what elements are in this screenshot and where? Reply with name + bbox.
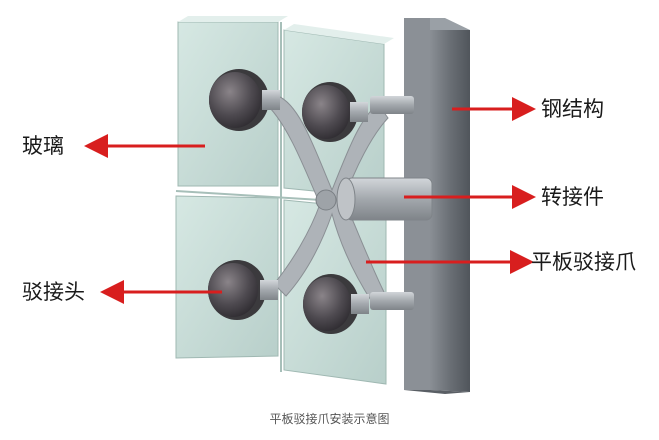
spider-head-top-left <box>209 69 280 131</box>
label-glass: 玻璃 <box>22 134 64 158</box>
bolts <box>370 96 414 310</box>
label-steel-structure: 钢结构 <box>541 97 604 121</box>
label-spider-head: 驳接头 <box>22 280 85 304</box>
label-flat-spider-claw: 平板驳接爪 <box>531 250 636 274</box>
adapter-part <box>315 177 433 221</box>
callout-arrows <box>84 97 536 304</box>
spider-heads <box>208 69 369 334</box>
label-adapter: 转接件 <box>541 185 604 209</box>
spider-head-bottom-right <box>303 274 369 334</box>
figure-caption: 平板驳接爪安装示意图 <box>269 412 390 426</box>
spider-head-bottom-left <box>208 260 278 320</box>
spider-head-top-right <box>302 82 368 142</box>
